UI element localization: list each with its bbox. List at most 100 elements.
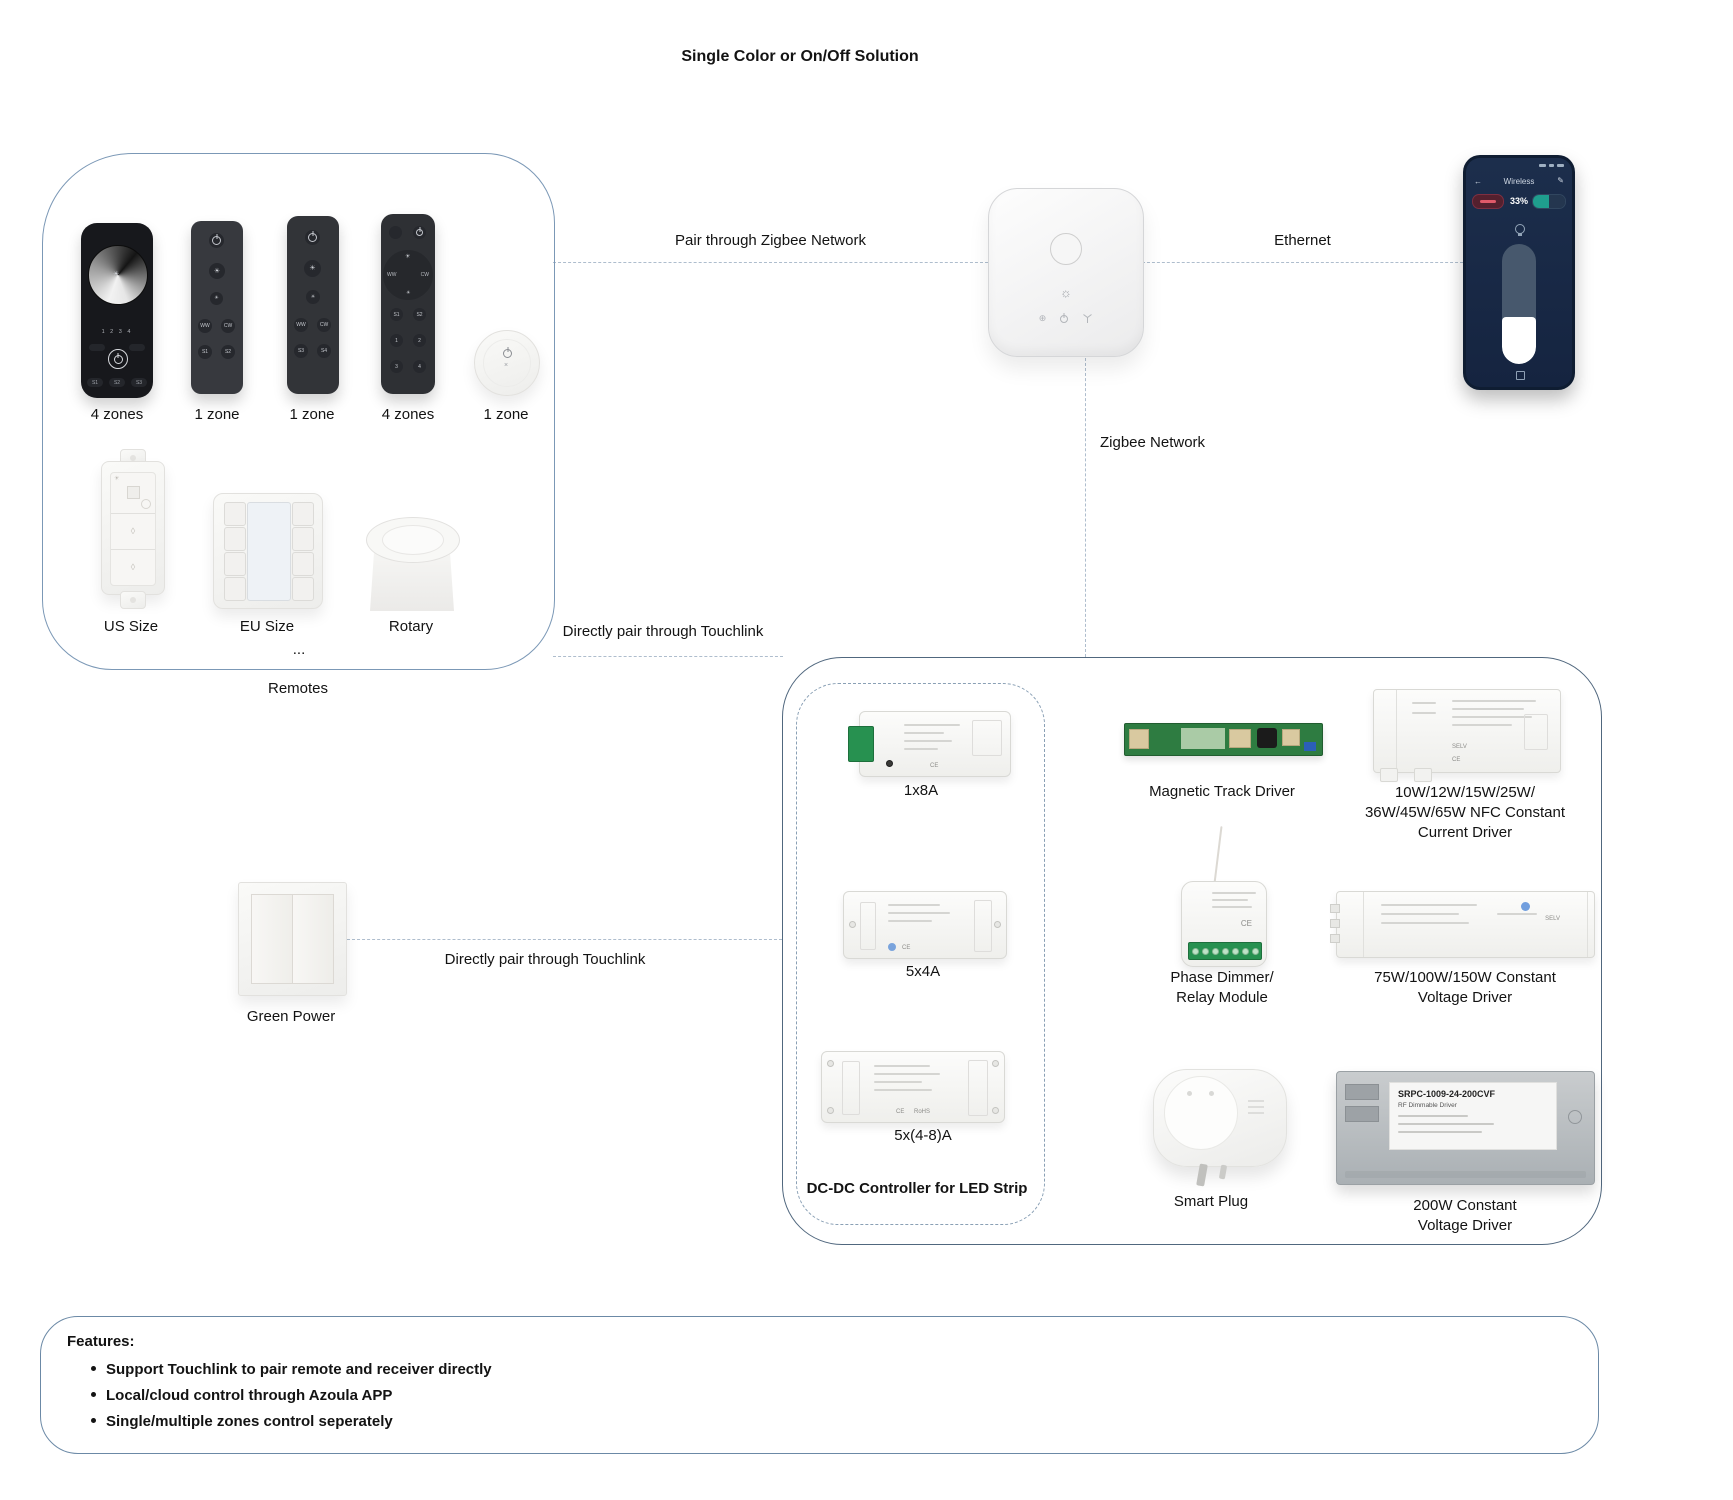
power-icon bbox=[503, 349, 512, 358]
remote-1zone-b: ☀ ☀ WW CW S3 S4 bbox=[287, 216, 339, 394]
terminal-block bbox=[848, 726, 874, 762]
us-body: ☀ ◊ ◊ bbox=[101, 461, 165, 595]
center-key bbox=[127, 486, 140, 499]
connector-gateway-phone bbox=[1142, 262, 1463, 263]
cw-button: CW bbox=[221, 319, 235, 333]
brighten-button: ☀ bbox=[304, 260, 321, 277]
right-rocker bbox=[292, 894, 334, 984]
output-terminal bbox=[1345, 1106, 1379, 1122]
status-bar-icons bbox=[1539, 164, 1564, 167]
mount-flange bbox=[1414, 768, 1432, 782]
cv-driver-75-150: SELV bbox=[1330, 891, 1595, 958]
bullet-icon bbox=[91, 1366, 96, 1371]
features-list: Support Touchlink to pair remote and rec… bbox=[91, 1361, 492, 1431]
zigbee-gateway: ☼ ⊕ bbox=[988, 188, 1144, 357]
ce-mark: CE bbox=[930, 763, 939, 769]
zone-label-3: 1 zone bbox=[289, 406, 335, 423]
power-icon bbox=[308, 233, 317, 242]
cv-driver-200: SRPC-1009-24-200CVF RF Dimmable Driver bbox=[1336, 1071, 1595, 1185]
label-nfc-line2: 36W/45W/65W NFC Constant bbox=[1364, 804, 1566, 821]
connector bbox=[1229, 729, 1251, 748]
eu-key bbox=[292, 527, 314, 551]
eu-key bbox=[224, 577, 246, 601]
label-cv200-line2: Voltage Driver bbox=[1417, 1217, 1513, 1234]
down-paddle: ◊ bbox=[130, 562, 136, 572]
spec-label: SRPC-1009-24-200CVF RF Dimmable Driver bbox=[1389, 1082, 1557, 1150]
label-cv200-line1: 200W Constant bbox=[1413, 1197, 1517, 1214]
cw-button: CW bbox=[317, 318, 331, 332]
terminal-stub bbox=[1330, 934, 1340, 943]
magnetic-track-driver bbox=[1124, 723, 1323, 756]
ww-button: WW bbox=[198, 319, 212, 333]
more-remotes-ellipsis: ... bbox=[292, 641, 306, 658]
puck-ring bbox=[483, 339, 531, 387]
brightness-up-icon: ☀ bbox=[405, 254, 411, 260]
feature-item-3: Single/multiple zones control seperately bbox=[106, 1412, 393, 1430]
eu-key bbox=[224, 502, 246, 526]
brightness-icon: ☀ bbox=[113, 271, 120, 278]
mount-hole bbox=[1568, 1110, 1582, 1124]
eu-keypad bbox=[224, 502, 314, 601]
selv-mark: SELV bbox=[1545, 916, 1560, 922]
bullet-icon bbox=[91, 1417, 96, 1423]
remotes-box: ☀ 1 2 3 4 S1 S2 S3 ☀ ☀ WW CW S1 S2 ☀ bbox=[42, 153, 555, 670]
connector-gateway-receivers bbox=[1085, 358, 1086, 657]
s3-button: S3 bbox=[294, 344, 308, 358]
ce-mark: CE bbox=[1240, 919, 1252, 928]
nfc-cc-driver: SELV CE bbox=[1373, 689, 1561, 782]
connector-remotes-receivers bbox=[553, 656, 783, 657]
terminal-stub bbox=[1330, 904, 1340, 913]
ce-mark: CE bbox=[896, 1109, 905, 1115]
slider-fill bbox=[1502, 317, 1536, 364]
green-power-switch bbox=[238, 882, 347, 996]
remote-4zone-dpad: ☀ WW CW ☀ S1 S2 1 2 3 4 bbox=[381, 214, 435, 394]
controller-5x4-8a: CE RoHS bbox=[821, 1051, 1005, 1123]
capacitor bbox=[1304, 742, 1316, 751]
label-magnetic-track: Magnetic Track Driver bbox=[1149, 783, 1295, 800]
terminal-stub bbox=[1330, 919, 1340, 928]
bluetooth-mark bbox=[888, 943, 896, 951]
label-5x4-8a: 5x(4-8)A bbox=[894, 1127, 952, 1144]
brightness-icon: ☀ bbox=[214, 295, 219, 301]
power-icon bbox=[1060, 314, 1069, 323]
features-heading: Features: bbox=[67, 1333, 135, 1350]
selv-mark: SELV bbox=[1452, 744, 1467, 750]
brightness-icon: ☀ bbox=[114, 476, 120, 482]
dim-button: ☀ bbox=[306, 290, 320, 304]
s2-button: S2 bbox=[109, 378, 125, 387]
socket-face bbox=[1164, 1076, 1238, 1150]
left-rocker bbox=[251, 894, 293, 984]
smart-plug bbox=[1153, 1069, 1287, 1187]
connector bbox=[1282, 729, 1300, 746]
s1-button: S1 bbox=[390, 308, 403, 321]
brightness-percent: 33% bbox=[1509, 196, 1528, 206]
plug-pin bbox=[1196, 1163, 1208, 1187]
pause-chip bbox=[1472, 194, 1504, 209]
form-label-eu: EU Size bbox=[239, 618, 295, 635]
label-1x8a: 1x8A bbox=[903, 782, 939, 799]
zone3-button: 3 bbox=[390, 360, 403, 373]
eu-key bbox=[292, 577, 314, 601]
screw-hole bbox=[130, 597, 136, 603]
eu-key bbox=[292, 552, 314, 576]
input-terminals bbox=[860, 902, 876, 950]
eu-size-remote bbox=[213, 493, 323, 609]
label-nfc-line1: 10W/12W/15W/25W/ bbox=[1394, 784, 1536, 801]
zigbee-antenna-icon bbox=[1083, 314, 1093, 323]
eu-key bbox=[224, 552, 246, 576]
zone4-button: 4 bbox=[413, 360, 426, 373]
green-power-label: Green Power bbox=[246, 1008, 336, 1025]
cw-key: CW bbox=[420, 272, 429, 278]
remotes-box-label: Remotes bbox=[267, 680, 329, 697]
bulb-icon bbox=[1515, 224, 1525, 236]
s4-button: S4 bbox=[317, 344, 331, 358]
dim-icon: × bbox=[504, 362, 509, 369]
brighten-button: ☀ bbox=[209, 263, 225, 279]
remote-4zone-wheel: ☀ 1 2 3 4 S1 S2 S3 bbox=[81, 223, 153, 398]
gear-icon: ☼ bbox=[1060, 285, 1072, 300]
dcdc-box-title: DC-DC Controller for LED Strip bbox=[806, 1180, 1028, 1197]
connector-label-pair-zigbee: Pair through Zigbee Network bbox=[675, 232, 866, 249]
label-5x4a: 5x4A bbox=[905, 963, 941, 980]
brightness-slider bbox=[1502, 244, 1536, 364]
scene-right-button bbox=[129, 344, 145, 351]
